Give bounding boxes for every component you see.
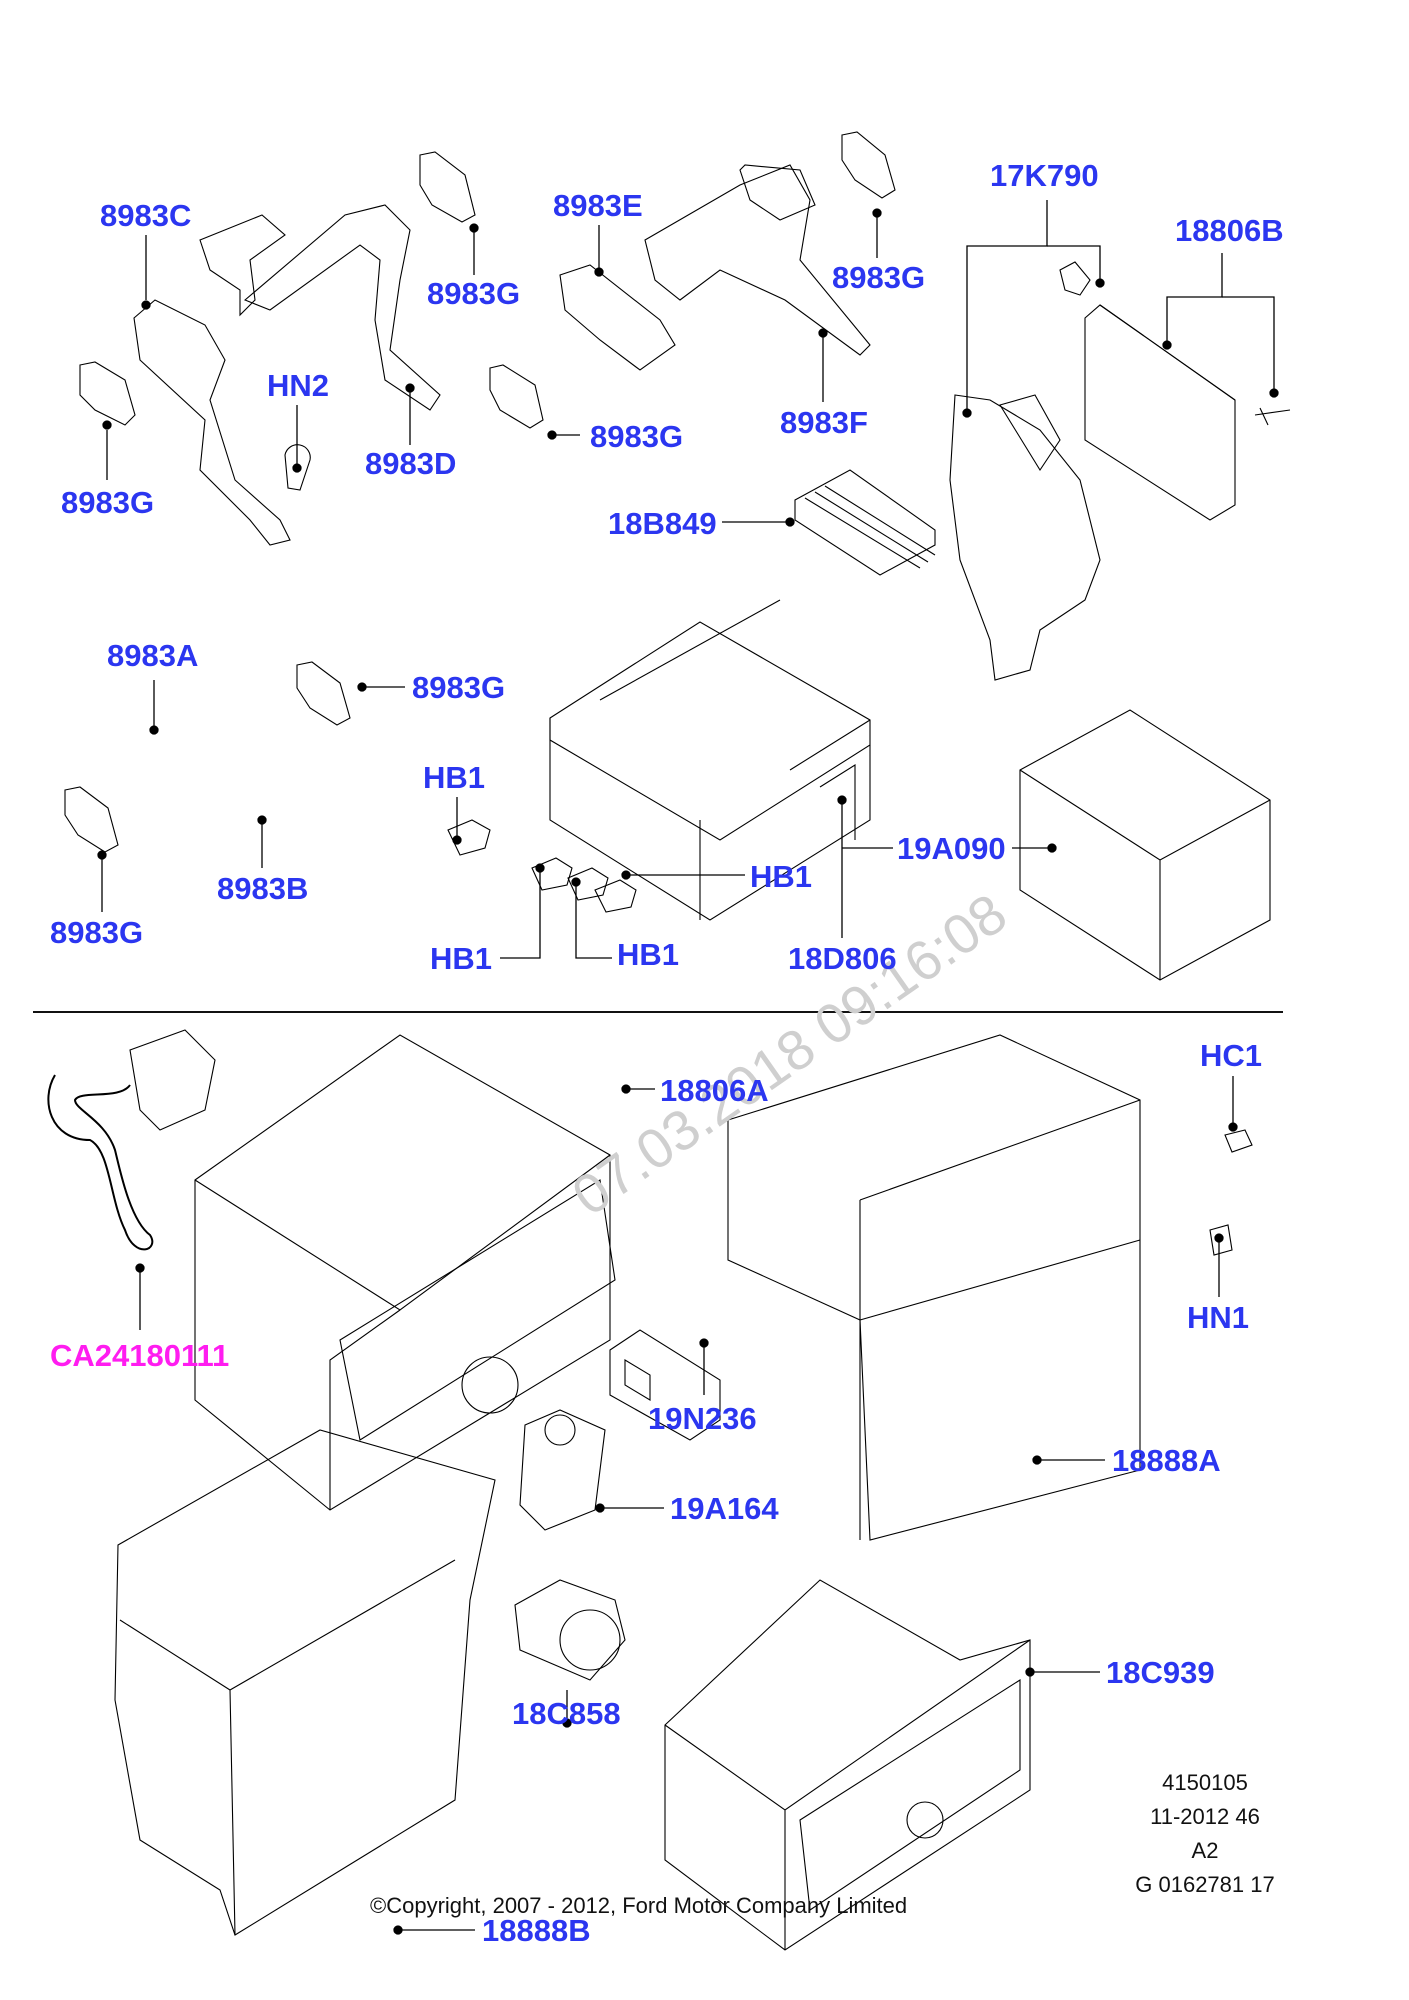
part-label-HB1[interactable]: HB1 [617, 937, 680, 972]
graphic-id: G 0162781 17 [1135, 1872, 1275, 1897]
part-outlines-lower [47, 1029, 1253, 1951]
part-label-19A090[interactable]: 19A090 [897, 831, 1006, 866]
part-label-18888B[interactable]: 18888B [482, 1913, 591, 1948]
leader-lines-upper [97, 200, 1279, 959]
illustration-number: 4150105 [1162, 1770, 1248, 1795]
part-label-HC1[interactable]: HC1 [1200, 1038, 1263, 1073]
part-label-18D806[interactable]: 18D806 [788, 941, 897, 976]
part-label-18888A[interactable]: 18888A [1112, 1443, 1221, 1478]
part-label-HN1[interactable]: HN1 [1187, 1300, 1250, 1335]
part-label-8983G[interactable]: 8983G [832, 260, 926, 295]
part-label-8983G[interactable]: 8983G [61, 485, 155, 520]
leader-lines-lower [135, 1076, 1238, 1935]
part-label-8983G[interactable]: 8983G [412, 670, 506, 705]
part-label-18B849[interactable]: 18B849 [608, 506, 717, 541]
part-label-HB1[interactable]: HB1 [750, 859, 813, 894]
part-label-HN2[interactable]: HN2 [267, 368, 330, 403]
part-label-8983C[interactable]: 8983C [100, 198, 192, 233]
part-label-18806A[interactable]: 18806A [660, 1073, 769, 1108]
drawing-code-block: 4150105 11-2012 46 A2 G 0162781 17 [1105, 1766, 1305, 1902]
part-label-8983B[interactable]: 8983B [217, 871, 309, 906]
part-label-8983G[interactable]: 8983G [427, 276, 521, 311]
part-label-8983G[interactable]: 8983G [590, 419, 684, 454]
reference-label-CA24180111[interactable]: CA24180111 [50, 1338, 230, 1373]
part-label-19A164[interactable]: 19A164 [670, 1491, 779, 1526]
part-label-HB1[interactable]: HB1 [423, 760, 486, 795]
part-label-8983A[interactable]: 8983A [107, 638, 199, 673]
part-label-18C858[interactable]: 18C858 [512, 1696, 621, 1731]
part-label-8983G[interactable]: 8983G [50, 915, 144, 950]
part-label-18C939[interactable]: 18C939 [1106, 1655, 1215, 1690]
part-label-18806B[interactable]: 18806B [1175, 213, 1284, 248]
part-label-8983D[interactable]: 8983D [365, 446, 457, 481]
part-label-HB1[interactable]: HB1 [430, 941, 493, 976]
copyright-notice: ©Copyright, 2007 - 2012, Ford Motor Comp… [370, 1893, 908, 1918]
part-label-8983F[interactable]: 8983F [780, 405, 868, 440]
sheet-size: A2 [1191, 1838, 1219, 1863]
part-label-19N236[interactable]: 19N236 [648, 1401, 757, 1436]
part-outlines-upper [64, 131, 1291, 981]
revision-date: 11-2012 46 [1150, 1804, 1260, 1829]
section-divider [33, 1011, 1283, 1013]
part-label-17K790[interactable]: 17K790 [990, 158, 1099, 193]
part-label-8983E[interactable]: 8983E [553, 188, 643, 223]
